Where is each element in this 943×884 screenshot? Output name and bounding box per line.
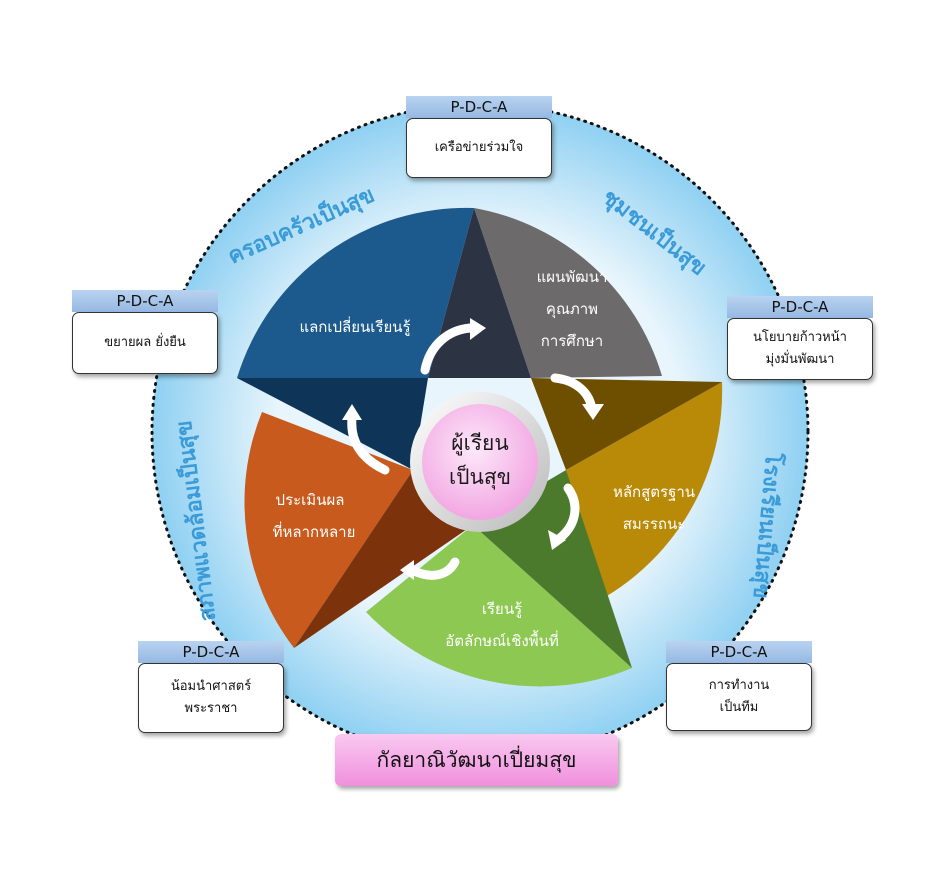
segment-label: แลกเปลี่ยนเรียนรู้ (299, 316, 410, 336)
segment-label: แผนพัฒนา (537, 268, 608, 286)
pdca-card: น้อมนำศาสตร์ พระราชา (138, 663, 284, 733)
segment-label: สมรรถนะ (623, 515, 686, 533)
segment-label: เรียนรู้ (482, 600, 522, 618)
pdca-card: การทำงาน เป็นทีม (666, 663, 812, 731)
center-line-1: ผู้เรียน (451, 431, 508, 456)
segment-label: อัตลักษณ์เชิงพื้นที่ (445, 630, 559, 650)
center-circle (422, 404, 538, 520)
center-line-2: เป็นสุข (449, 463, 511, 490)
arrowhead-icon (548, 530, 566, 550)
pdca-box-left: P-D-C-A ขยายผล ยั่งยืน (72, 290, 218, 374)
pdca-card-line: ขยายผล ยั่งยืน (104, 335, 186, 350)
segment-left (244, 412, 473, 648)
pdca-label: P-D-C-A (666, 641, 812, 663)
pdca-card: นโยบายก้าวหน้า มุ่งมั่นพัฒนา (727, 318, 873, 380)
pdca-box-top: P-D-C-A เครือข่ายร่วมใจ (406, 96, 552, 178)
arrowhead-icon (582, 404, 604, 420)
pdca-label: P-D-C-A (72, 290, 218, 312)
pdca-card: ขยายผล ยั่งยืน (72, 312, 218, 374)
segment-label: หลักสูตรฐาน (613, 483, 695, 501)
segment-right (531, 378, 723, 600)
pdca-box-bottom-right: P-D-C-A การทำงาน เป็นทีม (666, 641, 812, 731)
arrowhead-icon (400, 560, 414, 580)
segment-label: ที่หลากหลาย (273, 521, 356, 541)
pdca-card-line: นโยบายก้าวหน้า (753, 330, 847, 345)
segment-topleft (237, 207, 474, 470)
arrowhead-icon (470, 318, 486, 340)
pdca-card-line: เป็นทีม (719, 700, 759, 715)
pdca-box-right: P-D-C-A นโยบายก้าวหน้า มุ่งมั่นพัฒนา (727, 296, 873, 380)
segment-label: การศึกษา (541, 332, 603, 350)
arrowhead-icon (342, 404, 362, 420)
footer-banner: กัลยาณิวัฒนาเปี่ยมสุข (335, 734, 618, 786)
arrow-icon (347, 413, 390, 475)
pdca-card-line: เครือข่ายร่วมใจ (434, 140, 524, 155)
pdca-card: เครือข่ายร่วมใจ (406, 118, 552, 178)
pdca-label: P-D-C-A (138, 641, 284, 663)
pdca-card-line: พระราชา (184, 701, 238, 716)
arrow-icon (407, 557, 460, 580)
pdca-card-line: มุ่งมั่นพัฒนา (765, 352, 835, 367)
segment-label: คุณภาพ (546, 300, 598, 319)
outer-ring-dotted-border (150, 102, 810, 762)
arrow-icon (555, 483, 580, 543)
cycle-arrowheads (342, 318, 604, 580)
pdca-box-bottom-left: P-D-C-A น้อมนำศาสตร์ พระราชา (138, 641, 284, 733)
footer-title: กัลยาณิวัฒนาเปี่ยมสุข (376, 747, 577, 772)
arrow-icon (420, 323, 475, 375)
pdca-card-line: น้อมนำศาสตร์ (170, 679, 252, 694)
pdca-label: P-D-C-A (406, 96, 552, 118)
pdca-label: P-D-C-A (727, 296, 873, 318)
pdca-card-line: การทำงาน (708, 678, 770, 693)
segment-label: ประเมินผล (276, 491, 345, 509)
